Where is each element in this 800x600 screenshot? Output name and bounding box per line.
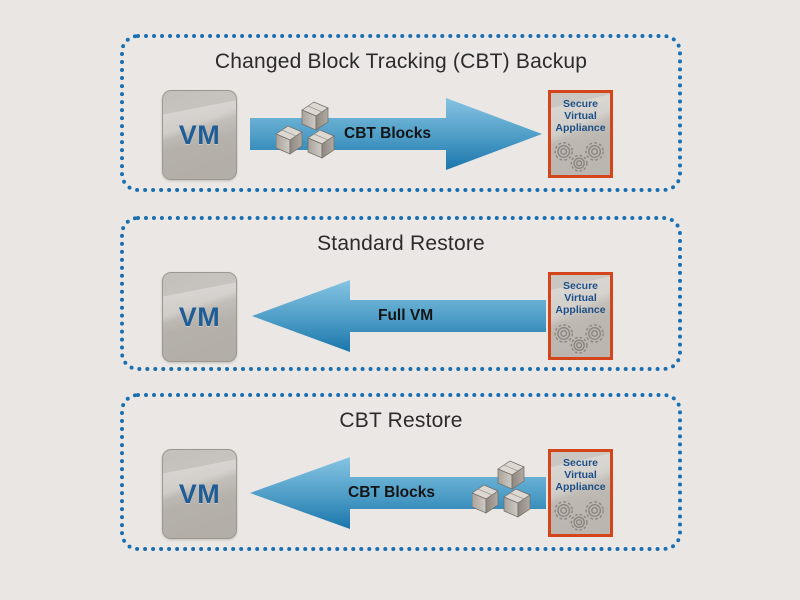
appliance-label: Secure Virtual Appliance [551, 457, 610, 493]
appliance-label: Secure Virtual Appliance [551, 98, 610, 134]
panel-standard-restore: Standard Restore VM Full VM S [120, 216, 682, 371]
vm-label: VM [178, 301, 221, 332]
flow-arrow-left: CBT Blocks [250, 451, 546, 535]
gears-icon [554, 324, 604, 354]
vm-label: VM [178, 119, 221, 150]
appliance-label-line: Virtual [564, 469, 597, 481]
appliance-label-line: Appliance [555, 481, 606, 493]
appliance-label: Secure Virtual Appliance [551, 280, 610, 316]
secure-virtual-appliance-box: Secure Virtual Appliance [548, 272, 613, 360]
appliance-label-line: Secure [562, 98, 599, 110]
flow-arrow-left: Full VM [252, 274, 546, 358]
panel-cbt-restore: CBT Restore VM CBT Blocks [120, 393, 682, 551]
appliance-label-line: Secure [562, 280, 599, 292]
arrow-shape-icon [250, 98, 542, 170]
appliance-label-line: Appliance [555, 122, 606, 134]
cube-cluster-icon [276, 101, 335, 159]
appliance-label-line: Virtual [564, 110, 597, 122]
gears-icon [554, 501, 604, 531]
arrow-shape-icon [250, 457, 546, 529]
gears-icon [554, 142, 604, 172]
arrow-shape-icon [252, 280, 546, 352]
panel-title: Changed Block Tracking (CBT) Backup [214, 50, 588, 73]
vm-box: VM [162, 449, 237, 539]
secure-virtual-appliance-box: Secure Virtual Appliance [548, 449, 613, 537]
arrow-label: CBT Blocks [348, 484, 435, 501]
cbt-blocks-cubes [472, 459, 546, 519]
appliance-label-line: Appliance [555, 304, 606, 316]
vm-box: VM [162, 272, 237, 362]
cbt-blocks-cubes [276, 100, 350, 160]
panel-title: CBT Restore [339, 409, 463, 432]
cube-cluster-icon [472, 460, 531, 518]
arrow-label: Full VM [378, 307, 434, 324]
vm-label: VM [178, 478, 221, 509]
appliance-label-line: Secure [562, 457, 599, 469]
flow-arrow-right: CBT Blocks [250, 92, 542, 176]
panel-cbt-backup: Changed Block Tracking (CBT) Backup VM C… [120, 34, 682, 192]
appliance-label-line: Virtual [564, 292, 597, 304]
arrow-label: CBT Blocks [344, 125, 431, 142]
secure-virtual-appliance-box: Secure Virtual Appliance [548, 90, 613, 178]
panel-title: Standard Restore [317, 232, 485, 255]
vm-box: VM [162, 90, 237, 180]
